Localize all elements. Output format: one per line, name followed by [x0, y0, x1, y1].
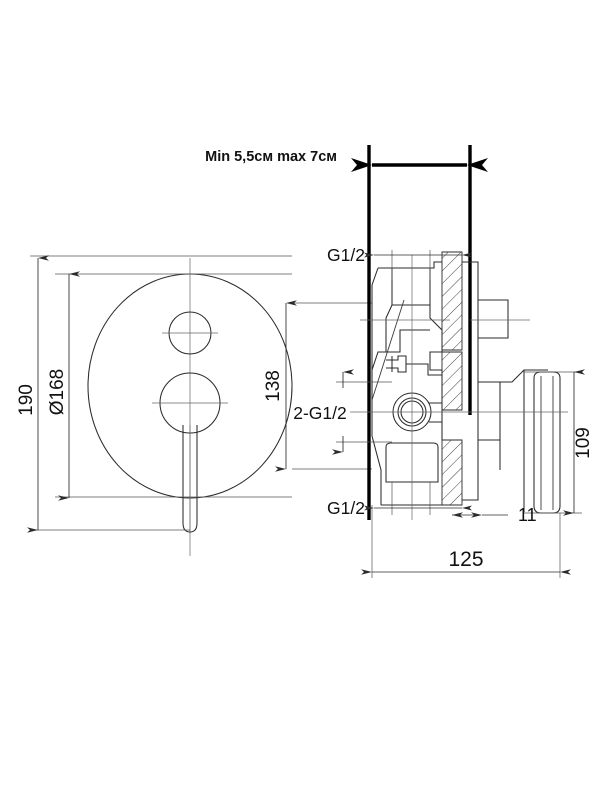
side-section-view	[350, 251, 568, 520]
inner-height-dimension: 138	[263, 300, 372, 472]
body-top-boss	[391, 268, 431, 306]
port-callouts: G1/2 2-G1/2 G1/2	[293, 245, 472, 518]
trim-plate	[462, 261, 479, 501]
internal-angle-line	[371, 299, 405, 401]
stem-link	[406, 363, 442, 376]
dim-label-diameter: Ø168	[47, 369, 68, 415]
wall-hatch-lower	[441, 439, 463, 506]
port-neck	[429, 402, 442, 423]
wall-hatch-upper	[441, 251, 463, 351]
dim-label-138: 138	[263, 370, 284, 402]
body-top-edge	[378, 261, 442, 269]
dim-label-109: 109	[573, 427, 594, 459]
label-mid-ports: 2-G1/2	[293, 403, 347, 423]
label-bottom-port: G1/2	[327, 498, 365, 518]
label-top-port: G1/2	[327, 245, 365, 265]
lower-boss	[385, 442, 439, 483]
wall-depth-indicator: Min 5,5см max 7см	[205, 145, 488, 520]
dim-label-190: 190	[16, 384, 37, 416]
body-mid-shelf	[386, 329, 430, 353]
wall-hatch-middle	[441, 351, 463, 411]
body-step-right	[429, 330, 443, 371]
body-left-profile	[371, 267, 379, 400]
body-lower-left	[371, 400, 382, 505]
right-dimensions: 109 11 125	[361, 369, 594, 578]
front-view	[30, 255, 293, 556]
body-upper-left-taper	[385, 304, 393, 352]
trim-spindle-boss	[478, 299, 509, 339]
left-dimensions: 190 Ø168	[16, 255, 80, 533]
trim-lower-taper	[478, 369, 548, 383]
body-upper-right-taper	[429, 305, 443, 331]
dim-label-125: 125	[448, 548, 483, 571]
wall-depth-note: Min 5,5см max 7см	[205, 149, 337, 165]
dim-label-11: 11	[518, 505, 537, 525]
